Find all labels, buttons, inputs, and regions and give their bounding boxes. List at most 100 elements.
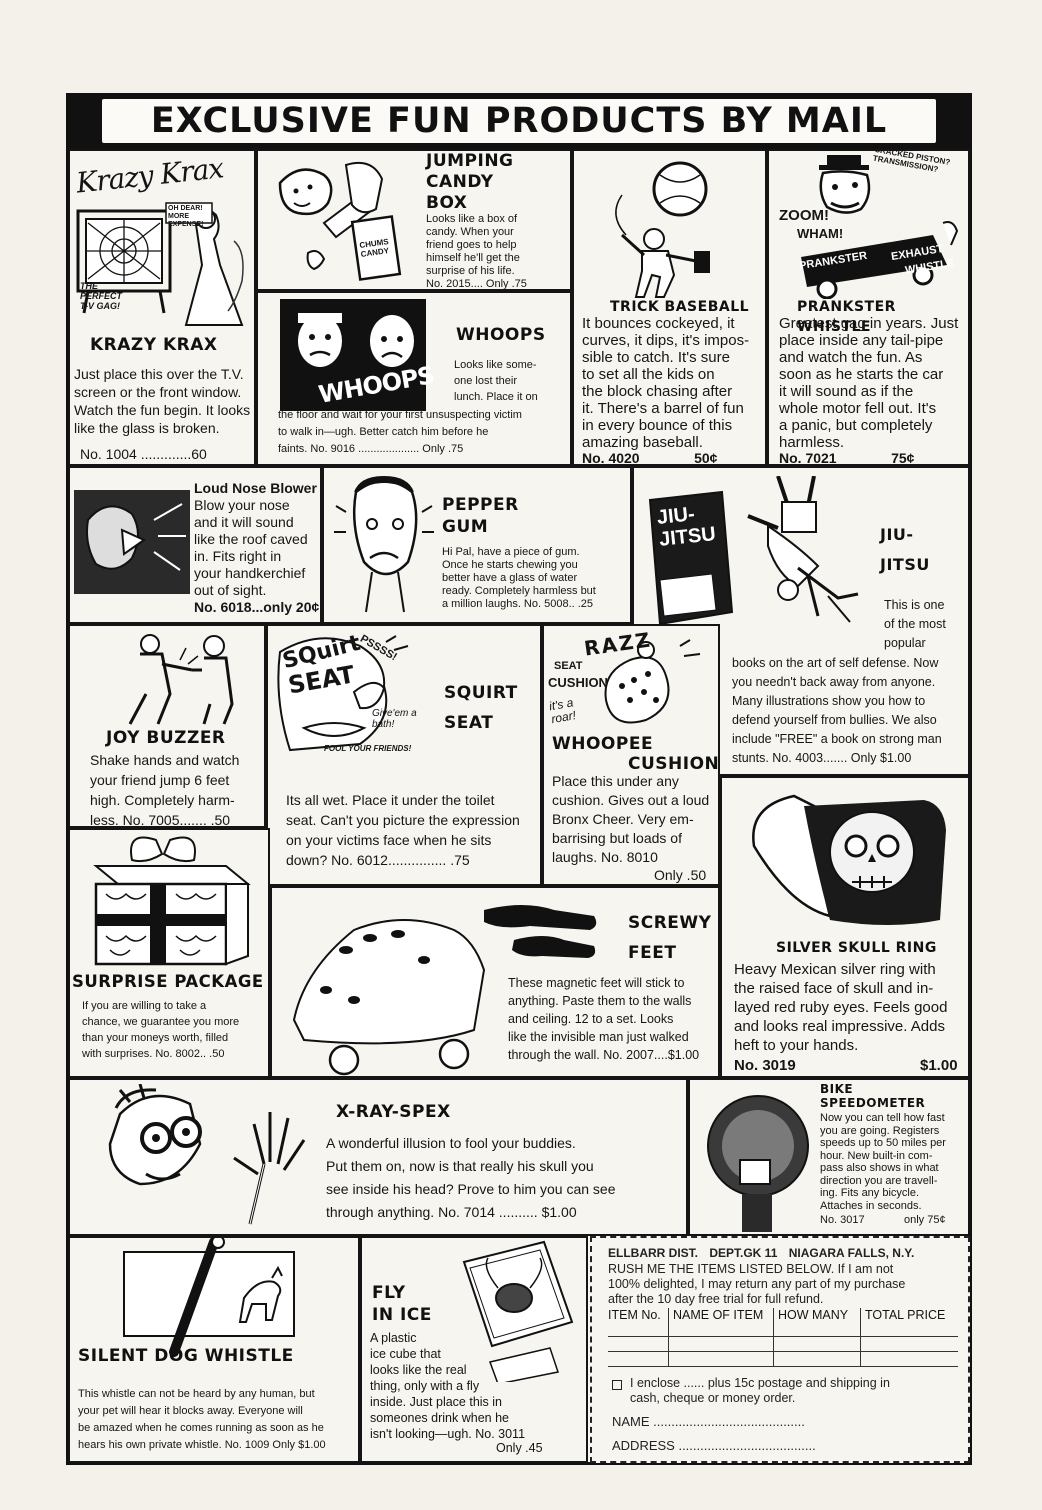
product-surprise-package: SURPRISE PACKAGE If you are willing to t… [68, 828, 270, 1078]
jiu-jitsu-title-line: JIU- [880, 525, 914, 544]
fly-in-ice-line: looks like the real [370, 1363, 467, 1377]
order-enclose-line: cash, cheque or money order. [630, 1391, 796, 1405]
trick-baseball-line: in every bounce of this [582, 417, 733, 434]
screwy-feet-line: through the wall. No. 2007....$1.00 [508, 1048, 700, 1062]
dog-whistle-line: be amazed when he comes running as soon … [78, 1422, 324, 1434]
pepper-gum-title-line: GUM [442, 517, 489, 537]
product-loud-nose-blower: Loud Nose Blower Blow your nose and it w… [68, 466, 322, 624]
prankster-illustration [801, 155, 959, 299]
krazy-krax-price: No. 1004 .............60 [80, 446, 207, 462]
x-ray-spex-line: A wonderful illusion to fool your buddie… [326, 1135, 576, 1151]
trick-baseball-line: amazing baseball. [582, 434, 703, 451]
pepper-gum-line: a million laughs. No. 5008.. .25 [442, 598, 594, 610]
tv-illustration [76, 202, 244, 326]
squirt-seat-line: Its all wet. Place it under the toilet [286, 792, 495, 808]
prankster-line: whole motor fell out. It's [779, 400, 937, 417]
prankster-price: No. 7021 ______ 75¢ [779, 450, 915, 466]
product-squirt-seat: SQuirt SEAT PSSSS! Give'em a bath! FOOL … [266, 624, 542, 886]
nose-blower-line: out of sight. [194, 582, 267, 598]
whoopee-price: Only .50 [654, 867, 707, 883]
surprise-package-illustration [93, 836, 251, 966]
product-silent-dog-whistle: SILENT DOG WHISTLE This whistle can not … [68, 1236, 360, 1463]
product-jumping-candy-box: CHUMS CANDY JUMPING CANDY BOX Looks like… [256, 149, 572, 291]
speedometer-line: Now you can tell how fast [820, 1112, 945, 1124]
product-bike-speedometer: BIKE SPEEDOMETER Now you can tell how fa… [688, 1078, 970, 1236]
product-fly-in-ice: FLY IN ICE A plastic ice cube that looks… [360, 1236, 588, 1463]
skull-ring-price-no: No. 3019 [734, 1057, 796, 1074]
whoopee-cushion-label: CUSHION [548, 675, 608, 690]
krazy-krax-line: like the glass is broken. [74, 420, 220, 436]
product-screwy-feet: SCREWY FEET These magnetic feet will sti… [270, 886, 720, 1078]
krazy-krax-caption1: OH DEAR! [168, 205, 203, 212]
order-name-field[interactable]: NAME ...................................… [612, 1414, 805, 1429]
trick-baseball-line: it. There's a barrel of fun [582, 400, 744, 417]
screwy-feet-line: These magnetic feet will stick to [508, 976, 685, 990]
whoopee-line: Place this under any [552, 773, 679, 789]
prankster-line: Greatest gag in years. Just [779, 315, 959, 332]
order-col-name: NAME OF ITEM [669, 1308, 774, 1322]
fly-in-ice-title-line: FLY [372, 1283, 406, 1303]
speedometer-price-val: only 75¢ [904, 1214, 946, 1226]
product-whoopee-cushion: RAZZ SEAT CUSHION it's a roar! WHOOPEE C… [542, 624, 720, 886]
candy-box-line: surprise of his life. [426, 265, 515, 277]
fly-in-ice-price: Only .45 [496, 1441, 543, 1455]
joy-buzzer-line: high. Completely harm- [90, 792, 235, 808]
order-table-row[interactable] [608, 1337, 958, 1352]
surprise-package-line: If you are willing to take a [82, 1000, 207, 1012]
jiu-jitsu-title-line: JITSU [880, 555, 930, 574]
order-address-field[interactable]: ADDRESS ................................… [612, 1438, 816, 1453]
whoopee-line: Bronx Cheer. Very em- [552, 811, 694, 827]
order-table-row[interactable] [608, 1322, 958, 1337]
order-enclose-checkbox[interactable] [612, 1380, 622, 1390]
whoopee-line: barrising but loads of [552, 830, 682, 846]
krazy-krax-tag1: THE [80, 281, 98, 291]
order-table-row[interactable] [608, 1352, 958, 1367]
whoopee-cushion-illustration [604, 639, 701, 724]
trick-baseball-line: the block chasing after [582, 383, 733, 400]
candy-box-title-line: BOX [426, 193, 468, 213]
dog-whistle-line: your pet will hear it blocks away. Every… [78, 1405, 303, 1417]
fly-in-ice-line: isn't looking—ugh. No. 3011 [370, 1427, 526, 1441]
whoops-line: the floor and wait for your first unsusp… [278, 409, 522, 421]
dog-whistle-title: SILENT DOG WHISTLE [78, 1346, 294, 1366]
candy-box-line: candy. When your [426, 226, 514, 238]
candy-box-title-line: JUMPING [426, 151, 514, 171]
x-ray-spex-line: Put them on, now is that really his skul… [326, 1158, 594, 1174]
prankster-line: harmless. [779, 434, 845, 451]
prankster-title: PRANKSTER WHISTLE [797, 299, 896, 335]
x-ray-spex-title: X-RAY-SPEX [336, 1102, 451, 1122]
jiu-jitsu-line: books on the art of self defense. Now [732, 656, 939, 670]
pepper-gum-illustration [334, 476, 434, 613]
trick-baseball-line: sible to catch. It's sure [582, 349, 730, 366]
skull-ring-illustration [752, 794, 946, 925]
x-ray-spex-line: through anything. No. 7014 .......... $1… [326, 1204, 577, 1220]
squirt-seat-title-line: SEAT [444, 713, 494, 733]
krazy-krax-logo: Krazy Krax [74, 151, 225, 200]
order-enclose-line: I enclose ...... plus 15c postage and sh… [630, 1376, 890, 1390]
product-whoops: WHOOPS WHOOPS Looks like some- one lost … [256, 291, 572, 466]
krazy-krax-tag3: T-V GAG! [80, 301, 120, 311]
jiu-jitsu-line: popular [884, 636, 926, 650]
jiu-jitsu-line: stunts. No. 4003....... Only $1.00 [732, 751, 912, 765]
order-table: ITEM No. NAME OF ITEM HOW MANY TOTAL PRI… [608, 1308, 958, 1370]
banner-title: EXCLUSIVE FUN PRODUCTS BY MAIL [102, 99, 936, 143]
screwy-feet-line: like the invisible man just walked [508, 1030, 689, 1044]
krazy-krax-caption3: EXPENSE! [168, 221, 204, 228]
order-col-item-no: ITEM No. [608, 1308, 669, 1322]
whoops-line: to walk in—ugh. Better catch him before … [278, 426, 489, 438]
speedometer-line: pass also shows in what [820, 1162, 939, 1174]
product-krazy-krax: Krazy Krax OH DEAR! MORE EXPENSE! TH [68, 149, 256, 466]
speedometer-price-no: No. 3017 [820, 1214, 865, 1226]
krazy-krax-line: Just place this over the T.V. [74, 366, 244, 382]
product-jiu-jitsu: JIU- JITSU JIU- JITSU This is one of the… [632, 466, 970, 776]
fly-in-ice-line: thing, only with a fly [370, 1379, 480, 1393]
speedometer-line: ing. Fits any bicycle. [820, 1187, 920, 1199]
whoops-line: lunch. Place it on [454, 391, 538, 403]
fly-in-ice-line: inside. Just place this in [370, 1395, 503, 1409]
jiu-jitsu-line: Many illustrations show you how to [732, 694, 926, 708]
prankster-line: soon as he starts the car [779, 366, 944, 383]
squirt-seat-fool: FOOL YOUR FRIENDS! [324, 744, 412, 753]
dog-whistle-line: This whistle can not be heard by any hum… [78, 1388, 315, 1400]
joy-buzzer-line: Shake hands and watch [90, 752, 240, 768]
